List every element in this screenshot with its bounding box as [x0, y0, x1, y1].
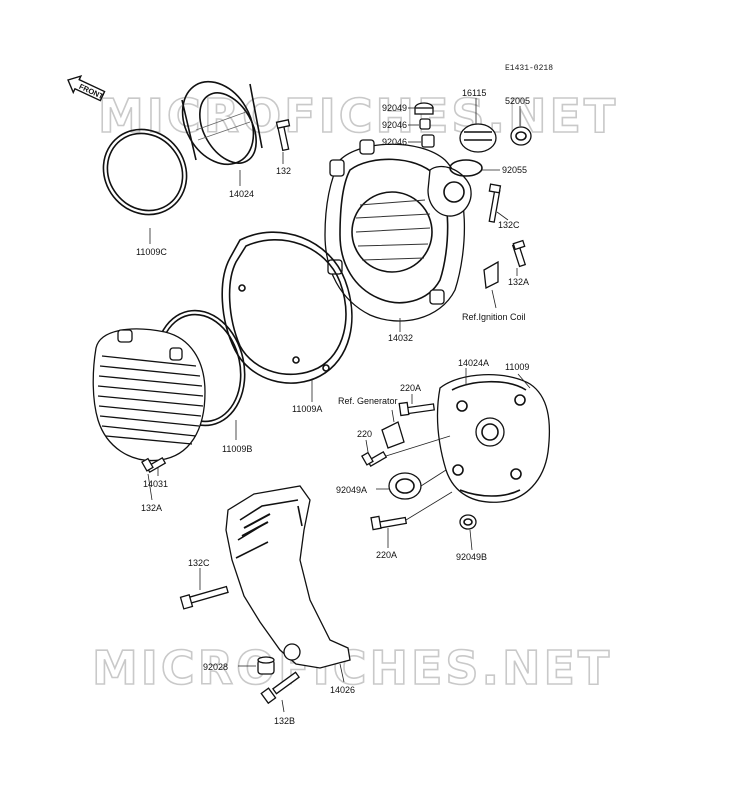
gasket-11009a: [221, 231, 353, 384]
finned-cover-14031: [92, 328, 206, 462]
bolt-220a-bottom: [370, 515, 408, 531]
generator-cover-14032: [324, 139, 472, 322]
label-14024a: 14024A: [458, 358, 489, 368]
washer-52005: [510, 126, 532, 146]
label-132c-top: 132C: [498, 220, 520, 230]
cover-ring-14024: [181, 80, 263, 166]
watermark-top: MICROFICHES.NET: [98, 89, 618, 143]
label-16115: 16115: [462, 88, 486, 98]
label-92049a: 92049A: [336, 485, 367, 495]
bolt-220: [361, 451, 388, 467]
label-52005: 52005: [505, 96, 530, 106]
label-14031: 14031: [143, 479, 168, 489]
label-92046-b: 92046: [382, 137, 407, 147]
label-220a-bottom: 220A: [376, 550, 397, 560]
cap-92046-b: [421, 134, 435, 148]
generator-cover-14024a: [436, 374, 551, 503]
label-11009c: 11009C: [136, 247, 167, 257]
watermark-bottom: MICROFICHES.NET: [92, 641, 612, 695]
label-14024: 14024: [229, 189, 254, 199]
label-132a-top: 132A: [508, 277, 529, 287]
bolt-132: [275, 119, 291, 152]
bolt-132a-left: [141, 457, 167, 473]
label-220a-top: 220A: [400, 383, 421, 393]
plug-16115: [459, 123, 497, 153]
label-ref-ignition-coil: Ref.Ignition Coil: [462, 312, 526, 322]
label-92055: 92055: [502, 165, 527, 175]
label-92028: 92028: [203, 662, 228, 672]
oring-92055: [449, 159, 483, 177]
label-132c-left: 132C: [188, 558, 210, 568]
label-11009b: 11009B: [222, 444, 252, 454]
label-92046-a: 92046: [382, 120, 407, 130]
bolt-132a-top: [511, 239, 527, 268]
cap-92049: [414, 102, 434, 115]
label-132: 132: [276, 166, 291, 176]
cap-92046-a: [419, 118, 431, 130]
label-14026: 14026: [330, 685, 355, 695]
collar-92028: [257, 656, 275, 675]
bolt-132c-top: [488, 183, 502, 223]
seal-92049a: [388, 472, 422, 500]
label-132b: 132B: [274, 716, 295, 726]
label-132a-left: 132A: [141, 503, 162, 513]
chain-cover-14026: [225, 485, 351, 669]
gasket-11009c: [102, 128, 188, 216]
label-14032: 14032: [388, 333, 413, 343]
label-11009a: 11009A: [292, 404, 322, 414]
bolt-220a-top: [398, 401, 436, 417]
label-92049b: 92049B: [456, 552, 487, 562]
diagram-code: E1431-0218: [505, 64, 553, 73]
label-ref-generator: Ref. Generator: [338, 396, 398, 406]
label-220: 220: [357, 429, 372, 439]
clamp-ignition-coil: [483, 260, 499, 289]
bracket-generator: [381, 421, 405, 449]
label-92049: 92049: [382, 103, 407, 113]
seal-92049b: [459, 514, 477, 530]
label-11009: 11009: [505, 362, 529, 372]
bolt-132b: [260, 671, 300, 705]
bolt-132c-left: [179, 585, 229, 610]
